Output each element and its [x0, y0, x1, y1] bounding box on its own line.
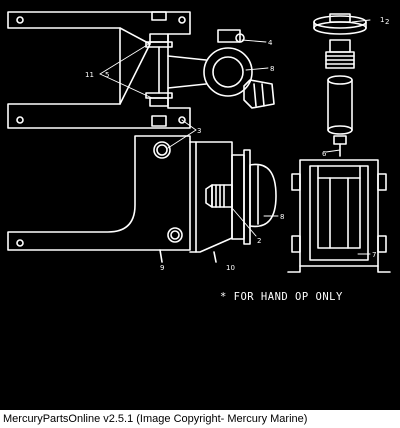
parts-diagram: 11 5 4 8 3 8 2 1 2 6 7 9 10 * FOR HAND O… [0, 0, 400, 410]
housing-bracket [287, 159, 391, 273]
callout-4: 4 [268, 39, 273, 47]
callout-10: 10 [226, 264, 235, 272]
callout-3: 3 [197, 127, 201, 135]
callout-5: 5 [105, 71, 109, 79]
callout-6: 6 [322, 150, 327, 158]
clamp-ring [167, 29, 253, 97]
callout-8-lower: 8 [280, 213, 284, 221]
callout-1: 1 [380, 16, 384, 24]
bolt-set [145, 11, 173, 127]
callout-11: 11 [85, 71, 94, 79]
side-plate [189, 141, 233, 263]
bracket-assembly-drawing: 11 5 4 8 3 8 2 1 2 6 7 9 10 * FOR HAND O… [7, 11, 391, 303]
image-caption: MercuryPartsOnline v2.5.1 (Image Copyrig… [0, 410, 400, 428]
hand-op-note: * FOR HAND OP ONLY [220, 291, 343, 303]
upper-bracket-plate [7, 11, 191, 129]
lower-bracket-plate [7, 135, 191, 263]
callout-9: 9 [160, 264, 164, 272]
friction-knob-assembly [205, 149, 277, 245]
callout-leaders [99, 19, 371, 255]
callout-2-lower: 2 [257, 237, 261, 245]
shaft-assembly [313, 13, 367, 157]
callout-8-upper: 8 [270, 65, 274, 73]
callout-7: 7 [372, 251, 376, 259]
callout-2-upper: 2 [385, 18, 389, 26]
clamp-knob [243, 79, 275, 109]
